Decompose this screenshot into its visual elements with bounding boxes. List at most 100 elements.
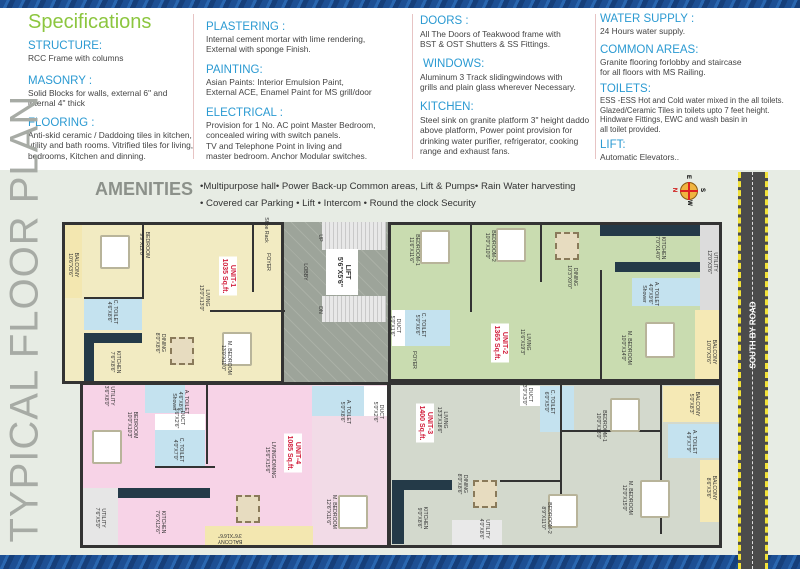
typical-floor-plan-title: TYPICAL FLOOR PLAN [2, 94, 47, 543]
room-label: C. TOILET 4'0"X7'0" [172, 437, 184, 463]
bed-icon [640, 480, 670, 518]
room-label: DUCT 5'0"X1'6" [389, 315, 401, 337]
specifications-title: Specifications [28, 11, 152, 33]
electrical-text: Provision for 1 No. AC point Master Bedr… [206, 120, 376, 161]
bed-icon [338, 495, 368, 529]
toilet [312, 386, 364, 416]
kitchen-heading: KITCHEN: [420, 101, 474, 113]
electrical-heading: ELECTRICAL : [206, 107, 283, 119]
masonry-heading: MASONRY : [28, 75, 93, 87]
kitchen-counter [118, 488, 210, 498]
room-label: BEDROOM 10'0"X10'3" [126, 411, 138, 439]
windows-heading: WINDOWS: [423, 58, 485, 70]
room-label: FOYER [265, 253, 271, 271]
room-label: LIVING 11'6"X19'3" [519, 328, 531, 356]
unit-label: UNIT-3 1400 Sq.ft. [416, 403, 434, 443]
room-label: DINING 8'0"X8'6" [456, 473, 468, 495]
interior-wall [540, 222, 542, 282]
doors-heading: DOORS : [420, 15, 469, 27]
room-label: LIVING 13'3"X18'6" [436, 406, 448, 434]
bed-icon [610, 398, 640, 432]
room-label: C. TOILET 5'0"X6'6" [414, 312, 426, 338]
room-label: M. BEDROOM 12'6"X11'6" [325, 494, 337, 530]
room-label: FOYER [411, 351, 417, 369]
top-decorative-band [0, 0, 800, 8]
room-label: BALCONY 5'0"X8'3" [688, 391, 700, 417]
toilet [668, 424, 720, 458]
bed-icon [548, 494, 578, 528]
room-label: M. BEDROOM 13'0"X11'0" [220, 340, 232, 376]
kitchen-counter [94, 333, 142, 343]
doors-text: All The Doors of Teakwood frame with BST… [420, 29, 561, 50]
interior-wall [210, 310, 285, 312]
interior-wall [600, 270, 602, 382]
room-label: UTILITY 7'6"X5'0" [94, 507, 106, 529]
column-divider [412, 14, 413, 159]
bottom-decorative-band [0, 554, 800, 569]
wall-outline [80, 382, 390, 548]
room-label: M. BEDROOM 10'0"X14'0" [620, 330, 632, 366]
utility [700, 222, 722, 310]
dining-table-icon [473, 480, 497, 508]
amenities-line-1: •Multipurpose hall• Power Back-up Common… [200, 181, 576, 192]
room-label: BALCONY 3'6"X16'6" [217, 532, 243, 544]
plastering-text: Internal cement mortar with lime renderi… [206, 34, 366, 55]
kitchen-counter [615, 262, 700, 272]
toilet [632, 278, 700, 306]
room-label: UP [317, 234, 323, 242]
interior-wall [470, 222, 472, 312]
staircase [322, 222, 386, 250]
interior-wall [500, 480, 560, 482]
kitchen-counter [392, 480, 404, 544]
bed-icon [92, 430, 122, 464]
kitchen-counter [392, 480, 452, 490]
room-label: KITCHEN 7'6"X12'6" [154, 510, 166, 534]
balcony [663, 386, 720, 422]
flooring-text: Anti-skid ceramic / Daddoing tiles in ki… [28, 130, 194, 161]
unit-label: UNIT-1 1035 Sq.ft. [219, 256, 237, 296]
room-label: DUCT 3'0"X3'0" [521, 384, 533, 406]
structure-text: RCC Frame with columns [28, 53, 124, 63]
interior-wall [560, 384, 562, 494]
bed-icon [645, 322, 675, 358]
interior-wall [206, 384, 208, 464]
room-label: DINING 10'3"X9'0" [566, 265, 578, 289]
compass: E N S W [671, 175, 705, 206]
windows-text: Aluminum 3 Track slidingwindows with gri… [420, 72, 576, 93]
room-label: A. TOILET 4'9"X7'9" [685, 429, 697, 455]
duct [364, 386, 388, 416]
column-divider [595, 14, 596, 159]
road-label: SOUTH BY ROAD [748, 301, 758, 369]
common-areas-text: Granite flooring forlobby and staircase … [600, 57, 742, 78]
balcony [62, 222, 82, 298]
room-label: LIVING/DINING 15'6"X15'6" [264, 441, 276, 479]
room-label: UTILITY 3'6"X8'0" [103, 385, 115, 407]
bed-icon [222, 332, 252, 366]
common-areas-heading: COMMON AREAS: [600, 44, 699, 56]
duct [392, 310, 405, 346]
room-label: C. TOILET 4'6"X8'6" [106, 299, 118, 325]
interior-wall [142, 222, 144, 298]
room-label: BEDROOM 9'9"X12'0" [138, 231, 150, 259]
room-label: DUCT 3'6"X2'6" [173, 407, 185, 429]
amenities-title: AMENITIES [95, 179, 194, 199]
toilets-text: ESS -ESS Hot and Cold water mixed in the… [600, 96, 784, 134]
room-label: LIVING 13'0"X13'0" [198, 284, 210, 312]
room-label: DN [317, 306, 323, 314]
dining-table-icon [170, 337, 194, 365]
masonry-text: Solid Blocks for walls, external 6" and … [28, 88, 168, 109]
room-label: DUCT 5'0"X2'6" [372, 401, 384, 423]
room-label: UTILITY 12'0"X3'6" [706, 250, 718, 274]
bed-icon [100, 235, 130, 269]
dining-table-icon [236, 495, 260, 523]
room-label: A. TOILET 5'0"X8'6" [339, 399, 351, 425]
compass-west: W [685, 200, 692, 206]
interior-wall [155, 466, 215, 468]
room-label: BEDROOM-1 11'6"X11'6" [408, 234, 420, 266]
toilet [540, 386, 574, 432]
compass-north: N [671, 187, 678, 193]
room-label: KITCHEN 7'6"X8'6" [109, 350, 121, 374]
balcony [700, 460, 722, 522]
room-label: KITCHEN 7'0"X14'0" [654, 236, 666, 260]
bed-icon [420, 230, 450, 264]
